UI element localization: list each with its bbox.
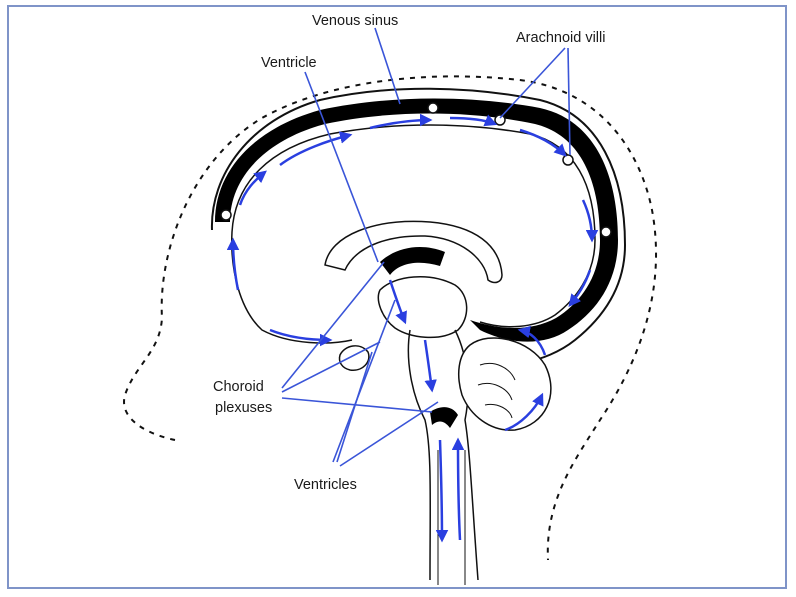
flow-arrow bbox=[450, 118, 495, 124]
flow-arrow bbox=[583, 200, 592, 240]
label-ventricle: Ventricle bbox=[261, 55, 317, 71]
label-ventricles: Ventricles bbox=[294, 477, 357, 493]
choroid-plexus-upper bbox=[380, 247, 445, 275]
leader-ventricles-c bbox=[340, 402, 438, 466]
label-arachnoid-villi: Arachnoid villi bbox=[516, 30, 605, 46]
flow-arrow bbox=[425, 340, 432, 390]
flow-arrow bbox=[440, 440, 442, 540]
leader-choroid-b bbox=[282, 342, 380, 392]
leader-ventricles-a bbox=[333, 300, 395, 462]
label-choroid-line2: plexuses bbox=[215, 400, 272, 416]
label-choroid-line1: Choroid bbox=[213, 379, 264, 395]
choroid-plexus-lower bbox=[430, 407, 458, 428]
flow-arrow bbox=[370, 120, 430, 128]
label-venous-sinus: Venous sinus bbox=[312, 13, 398, 29]
leader-ventricle bbox=[305, 72, 378, 262]
cerebellum bbox=[459, 338, 551, 430]
flow-arrow bbox=[458, 440, 460, 540]
flow-arrow bbox=[233, 240, 238, 290]
flow-arrow bbox=[270, 330, 330, 340]
leader-venous-sinus bbox=[375, 28, 400, 104]
